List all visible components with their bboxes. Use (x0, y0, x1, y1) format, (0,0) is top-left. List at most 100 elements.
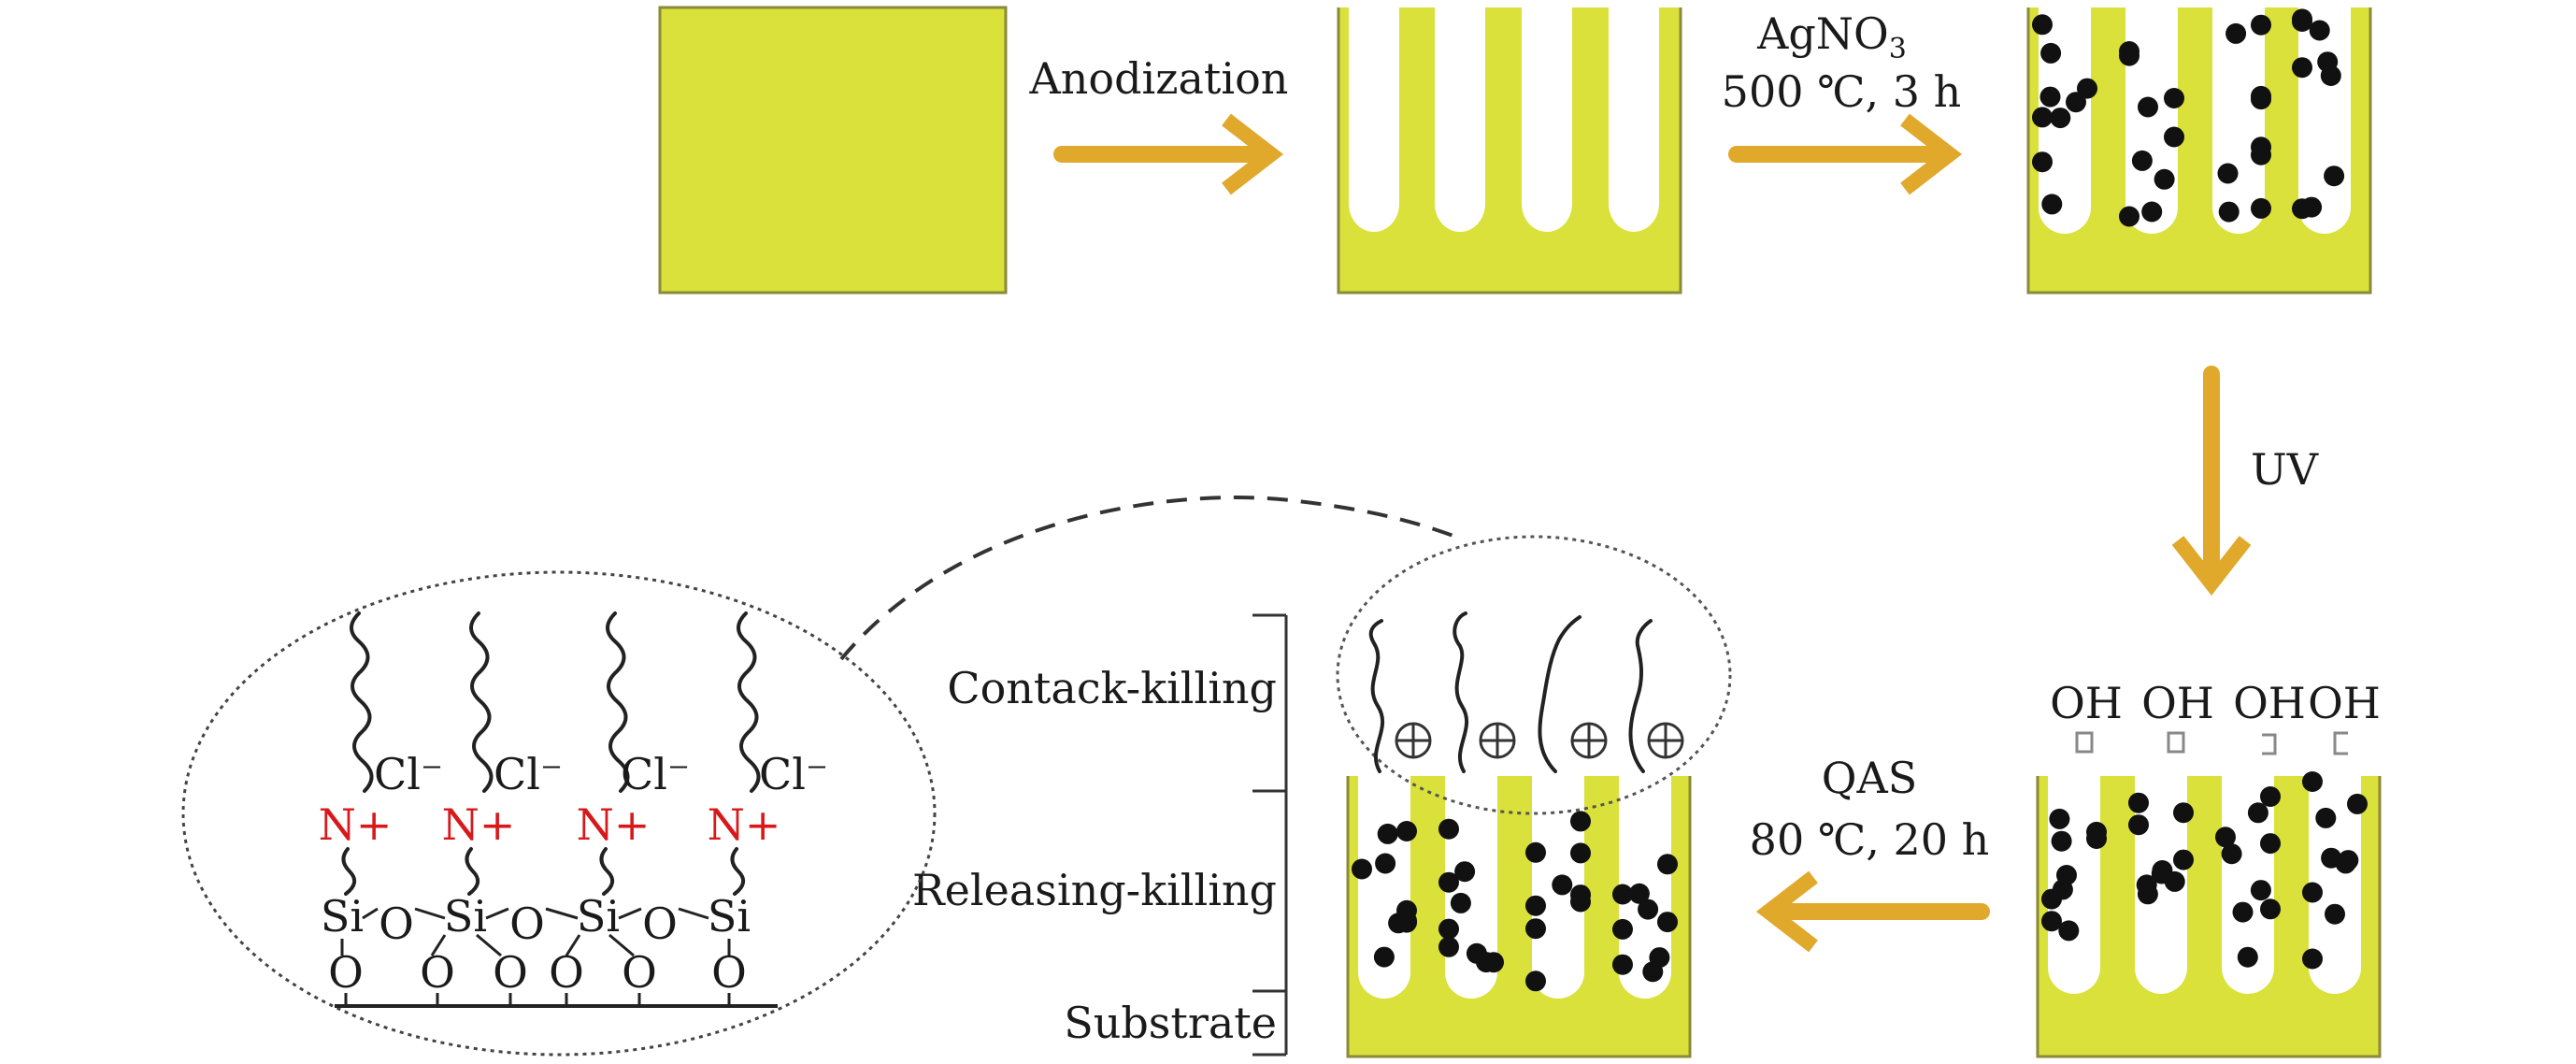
spacer-chain (730, 847, 746, 896)
silver-nanoparticle (2049, 808, 2070, 829)
hydroxyl-bond-mark (2333, 731, 2348, 755)
uv-label: UV (2251, 444, 2319, 495)
silver-nanoparticle (1438, 936, 1459, 957)
qas-arrow (1755, 870, 1990, 953)
silver-nanoparticle (2218, 201, 2240, 223)
qas-conditions: 80 ℃, 20 h (1750, 814, 1990, 865)
qas-label: QAS (1822, 753, 1917, 803)
alkyl-chain (350, 611, 374, 793)
surface-anchor-bonds (344, 993, 731, 1006)
agno3-formula: AgNO (1756, 8, 1889, 59)
chloride-ion: Cl⁻ (759, 749, 828, 799)
positive-charges (1395, 722, 1684, 759)
silver-nanoparticle (2066, 92, 2086, 113)
silver-nanoparticle (2086, 821, 2107, 842)
uv-arrow (2171, 366, 2252, 596)
ammonium-group: N+ (708, 799, 781, 850)
silver-nanoparticle (2232, 901, 2254, 923)
silver-nanoparticle (2317, 51, 2339, 73)
silicon-atom: Si (708, 891, 751, 942)
silver-nanoparticle (2041, 911, 2062, 932)
silver-nanoparticle (2058, 920, 2080, 942)
molecular-detail-ellipse (181, 570, 937, 1057)
silver-nanoparticles-group (2041, 771, 2368, 970)
silver-nanoparticle (1396, 821, 1417, 841)
silver-nanoparticle (2302, 882, 2323, 903)
silicon-atom: Si (444, 891, 487, 942)
bridging-oxygen: O (379, 899, 414, 949)
hydroxyl-bond-mark (2075, 731, 2094, 754)
surface-oxygen: O (711, 947, 747, 998)
agno3-arrow (1728, 113, 1963, 195)
silver-nanoparticle (2119, 41, 2140, 62)
qas-modified-nanotubes (1346, 776, 1692, 1058)
titanium-substrate-block (658, 6, 1008, 295)
chloride-ion: Cl⁻ (494, 749, 563, 799)
silver-nanoparticle (2292, 57, 2312, 79)
silver-nanoparticle (2292, 11, 2312, 32)
silver-nanoparticle (2251, 137, 2271, 158)
silver-nanoparticle (1352, 858, 1372, 880)
silver-nanoparticle (2315, 807, 2337, 828)
silver-nanoparticle (2032, 107, 2053, 128)
silver-nanoparticle (2250, 880, 2271, 901)
silver-nanoparticle (1612, 918, 1633, 940)
silver-nanoparticle (1552, 874, 1573, 896)
spacer-chains (341, 847, 746, 896)
silver-nanoparticle (1525, 895, 1546, 916)
layer-bracket (1252, 613, 1288, 1057)
silver-nanoparticle (2324, 165, 2345, 187)
silver-nanoparticle (2302, 948, 2323, 970)
silver-nanoparticles-group (1352, 811, 1678, 992)
silicon-atom: Si (577, 891, 620, 942)
silver-nanoparticle (1525, 971, 1546, 992)
silver-nanoparticle (1612, 884, 1633, 905)
silver-nanoparticle (2164, 88, 2184, 108)
silver-nanoparticle (1657, 912, 1678, 933)
qas-alkyl-chain (1368, 619, 1385, 773)
silver-nanoparticle (2321, 847, 2342, 869)
silver-nanoparticle (1438, 871, 1459, 893)
silver-nanoparticle (2173, 802, 2194, 824)
silver-nanoparticle (1396, 910, 1417, 931)
positive-charge-icon (1395, 722, 1432, 759)
silver-nanoparticle (1438, 818, 1459, 840)
bridging-oxygen: O (509, 899, 545, 949)
hydroxyl-label: OH (2233, 678, 2306, 728)
silver-nanoparticle (1570, 811, 1591, 832)
silver-nanoparticle (2237, 946, 2258, 968)
detail-alkyl-chains (350, 611, 761, 793)
silver-nanoparticle (2260, 899, 2281, 920)
silver-nanoparticle (1525, 841, 1546, 863)
bridging-oxygen: O (642, 899, 678, 949)
silver-nanoparticle (1657, 854, 1678, 875)
silver-nanoparticle (2138, 96, 2158, 118)
silver-nanoparticle (1438, 918, 1459, 940)
silver-nanoparticle (2056, 865, 2077, 885)
silver-nanoparticle (1454, 861, 1476, 883)
ammonium-group: N+ (442, 799, 516, 850)
hydroxyl-label: OH (2141, 678, 2214, 728)
alkyl-chain (737, 611, 761, 793)
silver-nanoparticle (2152, 860, 2173, 881)
silver-nanoparticle (2041, 888, 2062, 910)
silver-nanoparticle (2128, 814, 2149, 836)
silver-nanoparticle (1570, 891, 1591, 913)
silver-nanoparticle (2131, 150, 2153, 171)
ag-loaded-nanotubes (2026, 7, 2372, 295)
hydroxyl-label: OH (2050, 678, 2123, 728)
ammonium-group: N+ (319, 799, 393, 850)
positive-charge-icon (1479, 722, 1516, 759)
silver-nanoparticle (1466, 942, 1487, 964)
silver-nanoparticle (2032, 14, 2053, 36)
silver-nanoparticle (2141, 201, 2163, 223)
alkyl-chain (606, 611, 630, 793)
silver-nanoparticle (1375, 853, 1396, 874)
silver-nanoparticle (2039, 86, 2061, 108)
silver-nanoparticle (2225, 22, 2247, 44)
silver-nanoparticle (2251, 14, 2271, 36)
qas-alkyl-chain (1453, 611, 1469, 773)
silver-nanoparticle (2260, 786, 2281, 807)
silver-nanoparticle (2221, 843, 2242, 865)
ammonium-group: N+ (577, 799, 651, 850)
